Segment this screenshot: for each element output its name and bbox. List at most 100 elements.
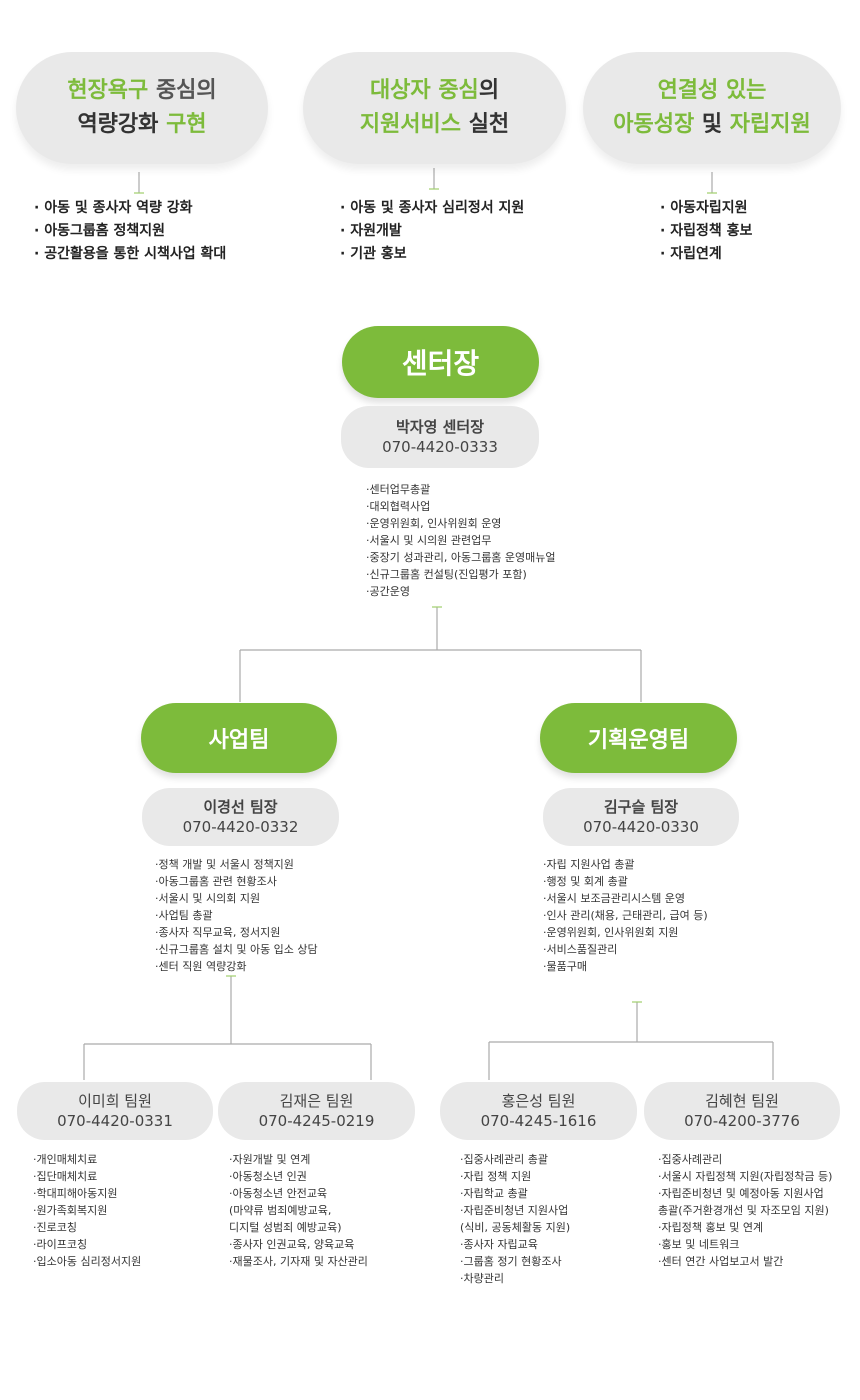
goal-2-line1-rest: 의 [478, 78, 500, 103]
list-item: 원가족회복지원 [33, 1202, 141, 1219]
list-item: 자원개발 및 연계 [229, 1151, 368, 1168]
list-item: 인사 관리(채용, 근태관리, 급여 등) [543, 907, 708, 924]
list-item: 아동그룹홈 관련 현황조사 [155, 873, 318, 890]
member-3-name: 홍은성 팀원 [501, 1092, 576, 1110]
list-item: 센터 연간 사업보고서 발간 [658, 1253, 832, 1270]
goal-card-3: 연결성 있는 아동성장 및 자립지원 [583, 52, 841, 164]
list-item: 운영위원회, 인사위원회 운영 [366, 515, 556, 532]
goal-1-items: · 아동 및 종사자 역량 강화 · 아동그룹홈 정책지원 · 공간활용을 통한… [34, 197, 226, 266]
goal-1-line2-rest: 구현 [158, 112, 207, 137]
list-item: · 자립정책 홍보 [660, 223, 753, 239]
director-pill: 센터장 [342, 326, 539, 398]
list-item: 재물조사, 기자재 및 자산관리 [229, 1253, 368, 1270]
business-leader-phone: 070-4420-0332 [182, 818, 299, 836]
list-item: 센터 직원 역량강화 [155, 958, 318, 975]
business-team-tasks: 정책 개발 및 서울시 정책지원 아동그룹홈 관련 현황조사 서울시 및 시의회… [155, 856, 318, 975]
list-item: 서울시 및 시의회 지원 [155, 890, 318, 907]
list-item: 디지털 성범죄 예방교육) [229, 1221, 342, 1234]
list-item: 센터업무총괄 [366, 481, 556, 498]
director-phone: 070-4420-0333 [382, 438, 498, 456]
director-tasks: 센터업무총괄 대외협력사업 운영위원회, 인사위원회 운영 서울시 및 시의원 … [366, 481, 556, 600]
list-item: 라이프코칭 [33, 1236, 141, 1253]
business-team-leader-card: 이경선 팀장 070-4420-0332 [142, 788, 339, 846]
goal-1-line1-highlight: 현장욕구 [67, 78, 149, 103]
list-item: 그룹홈 정기 현황조사 [460, 1253, 570, 1270]
member-2-tasks: 자원개발 및 연계 아동청소년 인권 아동청소년 안전교육 (마약류 범죄예방교… [229, 1151, 368, 1270]
list-item: 학대피해아동지원 [33, 1185, 141, 1202]
list-item: 아동청소년 안전교육 [229, 1185, 368, 1202]
list-item: 서울시 자립정책 지원(자립정착금 등) [658, 1168, 833, 1185]
member-2-phone: 070-4245-0219 [258, 1112, 375, 1130]
list-item: 집중사례관리 [658, 1151, 832, 1168]
director-card: 박자영 센터장 070-4420-0333 [341, 406, 539, 468]
goal-2-line2-highlight: 지원서비스 [359, 112, 462, 137]
list-item: · 자원개발 [340, 223, 402, 239]
director-name: 박자영 센터장 [395, 418, 485, 436]
goal-2-line2-rest: 실천 [461, 112, 510, 137]
list-item: (식비, 공동체활동 지원) [460, 1221, 571, 1234]
member-4-tasks: 집중사례관리 서울시 자립정책 지원(자립정착금 등) 자립준비청년 및 예정아… [658, 1151, 832, 1270]
member-card-2: 김재은 팀원 070-4245-0219 [218, 1082, 415, 1140]
list-item: · 자립연계 [660, 246, 722, 262]
list-item: · 아동 및 종사자 역량 강화 [34, 200, 193, 216]
list-item: 입소아동 심리정서지원 [33, 1253, 142, 1270]
list-item: 운영위원회, 인사위원회 지원 [543, 924, 708, 941]
list-item: 자립정책 홍보 및 연계 [658, 1219, 832, 1236]
member-1-phone: 070-4420-0331 [57, 1112, 173, 1130]
list-item: 집단매체치료 [33, 1168, 141, 1185]
list-item: 행정 및 회계 총괄 [543, 873, 708, 890]
member-card-3: 홍은성 팀원 070-4245-1616 [440, 1082, 637, 1140]
list-item: · 공간활용을 통한 시책사업 확대 [34, 246, 227, 262]
planning-leader-phone: 070-4420-0330 [583, 818, 699, 836]
list-item: 종사자 자립교육 [460, 1236, 570, 1253]
member-3-phone: 070-4245-1616 [480, 1112, 597, 1130]
goal-1-line1-rest: 중심의 [148, 78, 217, 103]
list-item: 차량관리 [460, 1270, 570, 1287]
list-item: 대외협력사업 [366, 498, 556, 515]
list-item: 자립준비청년 지원사업 [460, 1202, 570, 1219]
list-item: 자립 정책 지원 [460, 1168, 570, 1185]
list-item: 홍보 및 네트워크 [658, 1236, 832, 1253]
member-2-name: 김재은 팀원 [279, 1092, 354, 1110]
list-item: · 아동 및 종사자 심리정서 지원 [340, 200, 525, 216]
list-item: 총괄(주거환경개선 및 자조모임 지원) [658, 1204, 829, 1217]
list-item: 개인매체치료 [33, 1151, 141, 1168]
planning-team-tasks: 자립 지원사업 총괄 행정 및 회계 총괄 서울시 보조금관리시스템 운영 인사… [543, 856, 708, 975]
goal-2-items: · 아동 및 종사자 심리정서 지원 · 자원개발 · 기관 홍보 [340, 197, 524, 266]
list-item: 종사자 직무교육, 정서지원 [155, 924, 318, 941]
goal-3-items: · 아동자립지원 · 자립정책 홍보 · 자립연계 [660, 197, 752, 266]
list-item: 서비스품질관리 [543, 941, 708, 958]
member-card-1: 이미희 팀원 070-4420-0331 [17, 1082, 213, 1140]
goal-2-line1-highlight: 대상자 중심 [369, 78, 479, 103]
planning-team-pill: 기획운영팀 [540, 703, 737, 773]
goal-1-line2-highlight: 역량강화 [77, 112, 159, 137]
member-1-name: 이미희 팀원 [78, 1092, 152, 1110]
list-item: 자립준비청년 및 예정아동 지원사업 [658, 1185, 832, 1202]
member-card-4: 김혜현 팀원 070-4200-3776 [644, 1082, 840, 1140]
goal-3-line2-highlight: 아동성장 [613, 112, 695, 137]
list-item: 신규그룹홈 설치 및 아동 입소 상담 [155, 941, 318, 958]
goal-card-2: 대상자 중심의 지원서비스 실천 [303, 52, 566, 164]
list-item: 종사자 인권교육, 양육교육 [229, 1236, 368, 1253]
business-team-pill: 사업팀 [141, 703, 337, 773]
list-item: 진로코칭 [33, 1219, 141, 1236]
list-item: 공간운영 [366, 583, 556, 600]
list-item: 집중사례관리 총괄 [460, 1151, 570, 1168]
list-item: 정책 개발 및 서울시 정책지원 [155, 856, 318, 873]
list-item: 물품구매 [543, 958, 708, 975]
list-item: 서울시 및 시의원 관련업무 [366, 532, 556, 549]
goal-card-1: 현장욕구 중심의 역량강화 구현 [16, 52, 268, 164]
business-leader-name: 이경선 팀장 [203, 798, 278, 816]
goal-3-line2-rest: 및 [694, 112, 730, 137]
list-item: (마약류 범죄예방교육, [229, 1204, 332, 1217]
list-item: 신규그룹홈 컨설팅(진입평가 포함) [366, 566, 556, 583]
list-item: 자립 지원사업 총괄 [543, 856, 708, 873]
goal-3-line1-highlight: 연결성 있는 [657, 78, 767, 103]
planning-leader-name: 김구슬 팀장 [603, 798, 679, 816]
list-item: · 아동자립지원 [660, 200, 748, 216]
goal-3-line2-highlight-2: 자립지원 [729, 112, 811, 137]
list-item: 자립학교 총괄 [460, 1185, 570, 1202]
member-3-tasks: 집중사례관리 총괄 자립 정책 지원 자립학교 총괄 자립준비청년 지원사업 (… [460, 1151, 570, 1287]
list-item: 중장기 성과관리, 아동그룹홈 운영매뉴얼 [366, 549, 556, 566]
